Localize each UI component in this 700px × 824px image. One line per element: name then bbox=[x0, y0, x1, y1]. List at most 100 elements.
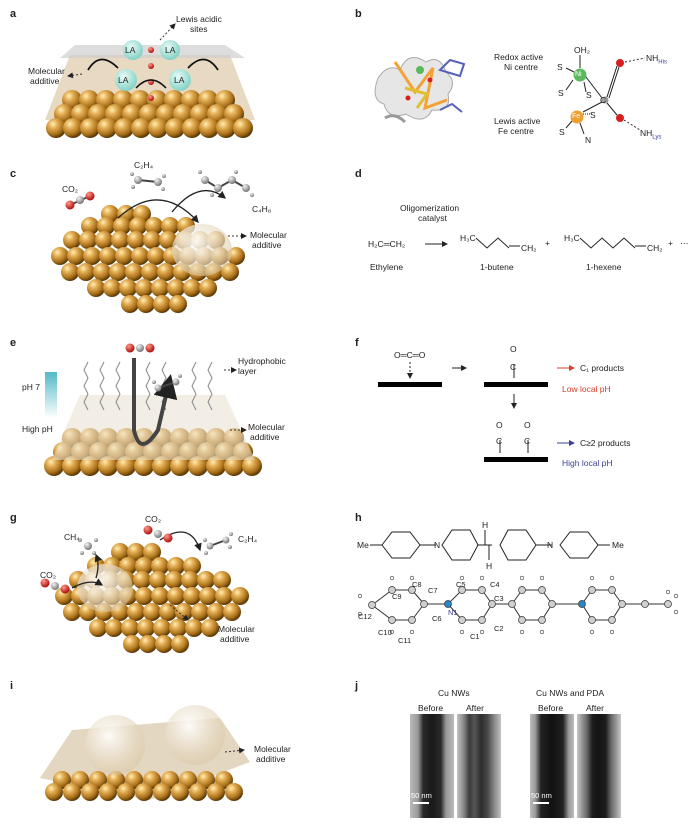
nitrogen-atom bbox=[578, 600, 586, 608]
copper-atom bbox=[143, 231, 161, 249]
copper-atom bbox=[87, 279, 105, 297]
group1-label: Cu NWs bbox=[438, 688, 470, 698]
copper-atom bbox=[111, 543, 129, 561]
hydrogen-atom bbox=[389, 575, 395, 581]
additive-label-g-2: additive bbox=[220, 634, 250, 644]
copper-atom bbox=[185, 619, 203, 637]
copper-atom bbox=[151, 587, 169, 605]
carbon-atom bbox=[508, 600, 516, 608]
copper-atom bbox=[152, 456, 172, 476]
copper-atom bbox=[171, 783, 189, 801]
hydrogen-atom bbox=[409, 575, 415, 581]
copper-atom bbox=[148, 118, 168, 138]
carbon-atom bbox=[608, 586, 616, 594]
hydrogen-atom bbox=[479, 575, 485, 581]
carbon-atom bbox=[458, 616, 466, 624]
copper-atom bbox=[133, 571, 151, 589]
carbon-atom bbox=[618, 600, 626, 608]
copper-atom bbox=[183, 557, 201, 575]
copper-atom bbox=[167, 587, 185, 605]
panel-letter-h: h bbox=[355, 512, 362, 524]
panel-f-scheme bbox=[378, 362, 575, 462]
atom-label-n1: N1 bbox=[448, 608, 458, 617]
copper-atom bbox=[62, 456, 82, 476]
la-sphere bbox=[160, 40, 180, 60]
atom-label-c9: C9 bbox=[392, 592, 402, 601]
copper-atom bbox=[63, 231, 81, 249]
copper-atom bbox=[99, 783, 117, 801]
copper-atom bbox=[183, 587, 201, 605]
panel-b-protein bbox=[374, 57, 466, 124]
tem-image-cu-after bbox=[457, 714, 501, 818]
f-c-bl: C bbox=[496, 436, 503, 446]
c-label: C bbox=[600, 95, 607, 105]
s-label: S bbox=[558, 88, 564, 98]
hydrogen-atom bbox=[609, 575, 615, 581]
copper-atom bbox=[169, 619, 187, 637]
atom-label-c10: C10 bbox=[378, 628, 392, 637]
copper-atom bbox=[135, 587, 153, 605]
copper-atom bbox=[95, 231, 113, 249]
copper-atom bbox=[115, 247, 133, 265]
atom-label-c1: C1 bbox=[470, 632, 480, 641]
copper-atom bbox=[165, 571, 183, 589]
panel-letter-f: f bbox=[355, 337, 359, 349]
copper-atom bbox=[116, 456, 136, 476]
copper-atom bbox=[83, 247, 101, 265]
carbon-atom bbox=[518, 616, 526, 624]
low-ph-label: Low local pH bbox=[562, 384, 611, 394]
s-label: S bbox=[590, 110, 596, 120]
copper-atom bbox=[63, 783, 81, 801]
after-1: After bbox=[466, 703, 484, 713]
copper-atom bbox=[159, 603, 177, 621]
s-label: S bbox=[557, 62, 563, 72]
copper-atom bbox=[121, 619, 139, 637]
copper-atom bbox=[81, 783, 99, 801]
copper-atom bbox=[182, 118, 202, 138]
copper-atom bbox=[81, 217, 99, 235]
tem-image-cu-before bbox=[410, 714, 454, 818]
la-sphere bbox=[169, 69, 191, 91]
alkyl-chain bbox=[191, 361, 197, 411]
copper-atom bbox=[233, 118, 253, 138]
copper-atom bbox=[215, 587, 233, 605]
c2h4-label-g: C₂H₄ bbox=[238, 534, 258, 544]
copper-atom bbox=[145, 217, 163, 235]
lewis-sites-label-2: sites bbox=[190, 24, 208, 34]
copper-atom bbox=[135, 783, 153, 801]
hydrogen-atom bbox=[357, 611, 363, 617]
atom-label-c6: C6 bbox=[432, 614, 442, 623]
alkyl-chain bbox=[207, 361, 213, 411]
copper-atom bbox=[207, 603, 225, 621]
bond bbox=[371, 589, 393, 606]
copper-atom bbox=[89, 619, 107, 637]
c2h4-label-c: C₂H₄ bbox=[134, 160, 154, 170]
carbon-atom bbox=[608, 616, 616, 624]
panel-h-crystal bbox=[357, 575, 679, 635]
additive-label-a-2: additive bbox=[30, 76, 60, 86]
copper-atom bbox=[134, 456, 154, 476]
copper-atom bbox=[188, 456, 208, 476]
scale-label-2: 50 nm bbox=[531, 791, 552, 800]
hexene-h3c: H₃C bbox=[564, 233, 580, 243]
copper-atom bbox=[242, 456, 262, 476]
hydrogen-atom bbox=[665, 589, 671, 595]
additive-label-c-1: Molecular bbox=[250, 230, 287, 240]
hydrogen-atom bbox=[519, 629, 525, 635]
copper-atom bbox=[189, 783, 207, 801]
copper-atom bbox=[199, 587, 217, 605]
atom-label-c3: C3 bbox=[494, 594, 504, 603]
copper-atom bbox=[199, 279, 217, 297]
copper-atom bbox=[93, 263, 111, 281]
copper-atom bbox=[151, 557, 169, 575]
ethylene-name: Ethylene bbox=[370, 262, 404, 272]
panel-letter-a: a bbox=[10, 8, 17, 20]
copper-atom bbox=[159, 231, 177, 249]
panel-i-slab bbox=[40, 705, 250, 801]
panel-letter-g: g bbox=[10, 512, 17, 524]
la-sphere bbox=[123, 40, 143, 60]
copper-atom bbox=[221, 263, 239, 281]
nhis-text: NH bbox=[646, 53, 659, 63]
ethylene-formula: H₂C═CH₂ bbox=[368, 239, 406, 249]
scale-bar-1 bbox=[413, 802, 429, 804]
